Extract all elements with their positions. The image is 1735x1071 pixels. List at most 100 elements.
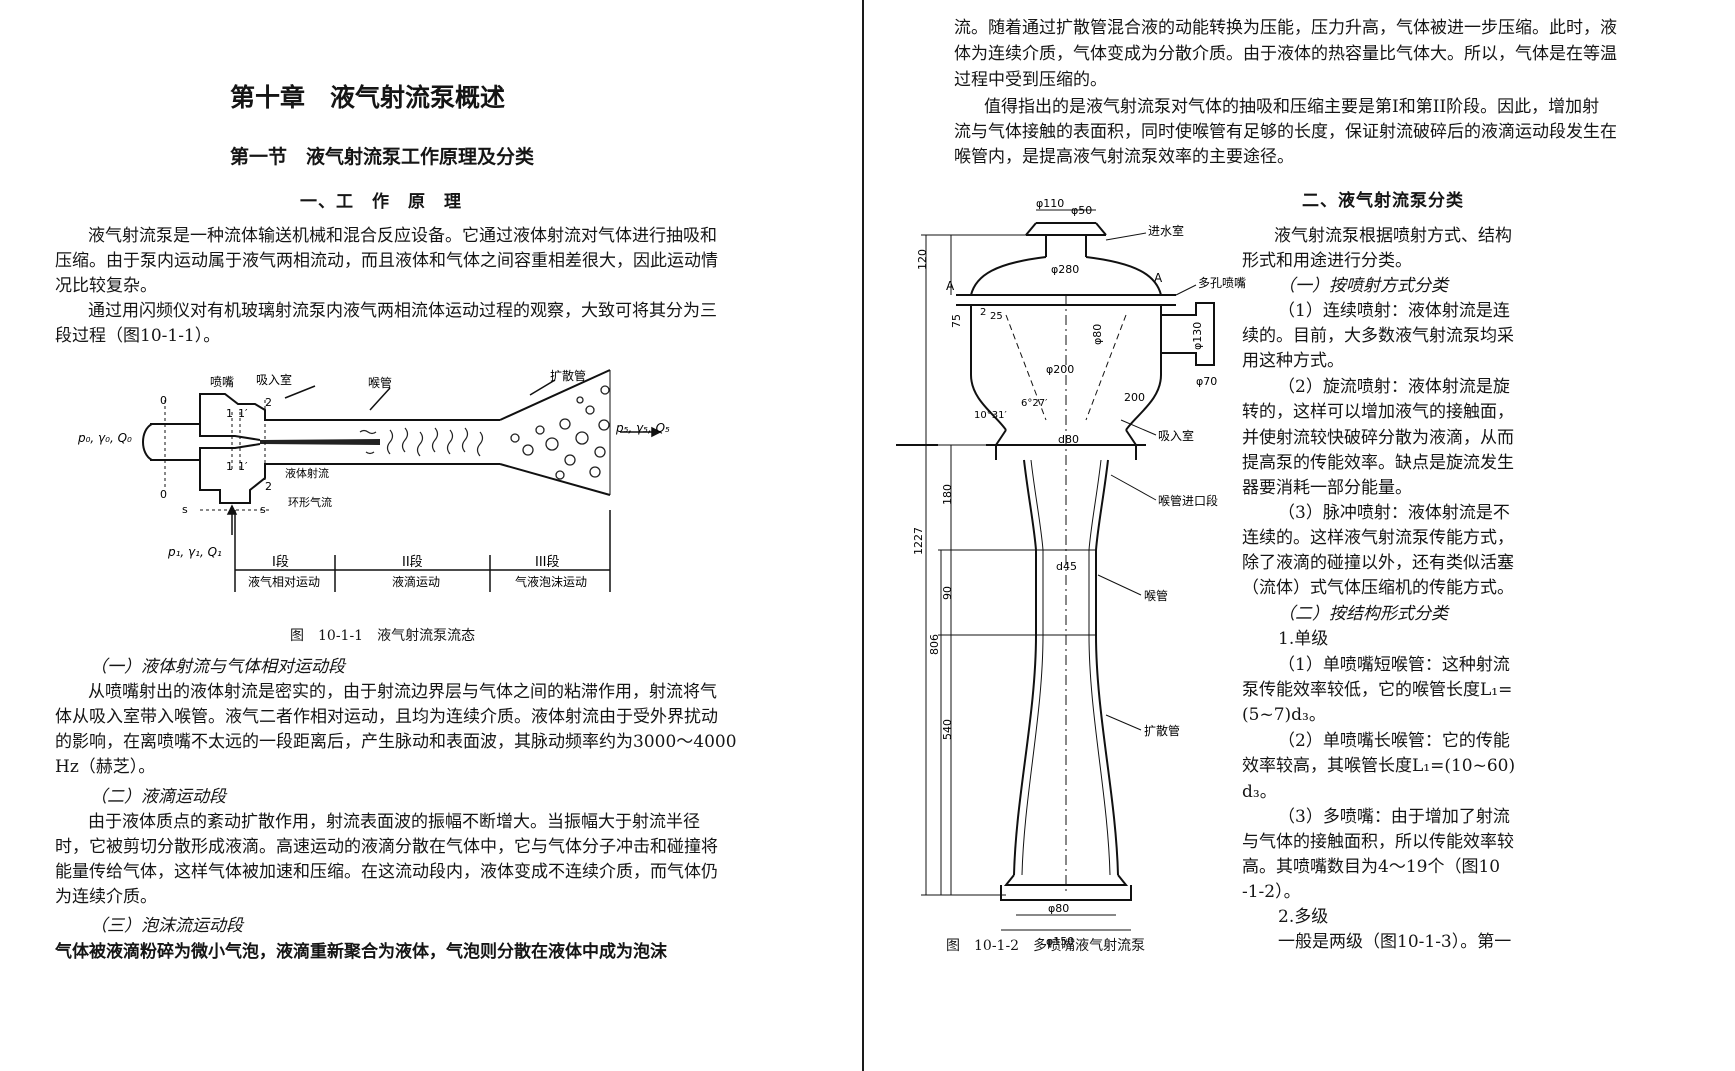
suction-label: 吸入室 [256,372,292,387]
column-line: 续的。目前，大多数液气射流泵均采 [1242,326,1514,346]
column-line: （2）旋流喷射：液体射流是旋 [1278,377,1510,397]
column-line: 连续的。这样液气射流泵传能方式， [1242,528,1514,548]
section-2-top: 2 [265,396,272,409]
paragraph-line: 由于液体质点的紊动扩散作用，射流表面波的振幅不断增大。当振幅大于射流半径 [88,812,700,832]
column-line: -1-2）。 [1242,882,1301,902]
dim-d110: φ110 [1036,197,1064,210]
stage-2-label: II段 [402,555,423,570]
dim-d200: φ200 [1046,363,1074,376]
chapter-title: 第十章 液气射流泵概述 [230,83,506,112]
column-line: 器要消耗一部分能量。 [1242,478,1412,498]
dim-25: 25 [990,311,1003,322]
dim-90: 90 [941,586,954,600]
dim-A-right: A [1154,271,1163,285]
label-inlet-chamber: 进水室 [1148,223,1184,238]
section-0-bottom: 0 [160,488,167,501]
dim-d45: d45 [1056,560,1077,573]
section-s-left: s [182,503,188,516]
paragraph-line: 压缩。由于泵内运动属于液气两相流动，而且液体和气体之间容重相差很大，因此运动情 [55,251,718,271]
column-line: （2）单喷嘴长喉管：它的传能 [1278,731,1510,751]
left-page: 第十章 液气射流泵概述 第一节 液气射流泵工作原理及分类 一、工 作 原 理 液… [0,0,862,1071]
paragraph-line: 的影响，在离喷嘴不太远的一段距离后，产生脉动和表面波，其脉动频率约为3000～4… [55,732,737,752]
label-multi-nozzle: 多孔喷嘴 [1198,276,1246,290]
column-line: （1）单喷嘴短喉管：这种射流 [1278,655,1510,675]
paragraph-line: 气体被液滴粉碎为微小气泡，液滴重新聚合为液体，气泡则分散在液体中成为泡沫 [55,942,667,962]
dim-d80-bottom: φ80 [1048,902,1069,915]
column-line: 用这种方式。 [1242,351,1344,371]
dim-angle-6-27: 6°27′ [1021,398,1048,409]
subsection-2-title: 二、液气射流泵分类 [1302,191,1464,211]
stage-2-desc: 液滴运动 [392,574,440,589]
paragraph-line: 流。随着通过扩散管混合液的动能转换为压能，压力升高，气体被进一步压缩。此时，液 [954,18,1617,38]
column-line: 泵传能效率较低，它的喉管长度L₁= [1242,680,1513,700]
paragraph-line: Hz（赫芝）。 [55,757,156,777]
inlet-bottom-label: p₁, γ₁, Q₁ [167,545,222,559]
paragraph-line: 值得指出的是液气射流泵对气体的抽吸和压缩主要是第I和第II阶段。因此，增加射 [984,97,1600,117]
column-line: 转的，这样可以增加液气的接触面， [1242,402,1514,422]
figure-1-caption: 图 10-1-1 液气射流泵流态 [290,628,476,644]
stage-3-desc: 气液泡沫运动 [515,574,587,589]
section-s-right: s [260,503,266,516]
dim-d130: φ130 [1191,322,1204,350]
column-line: 并使射流较快破碎分散为液滴，从而 [1242,428,1514,448]
column-line: 效率较高，其喉管长度L₁=(10~60) [1242,756,1516,776]
label-suction-chamber: 吸入室 [1158,428,1194,443]
dim-d80-throat: d80 [1058,433,1079,446]
stage-1-desc: 液气相对运动 [248,574,320,589]
column-line: 液气射流泵根据喷射方式、结构 [1274,226,1512,246]
column-line: 除了液滴的碰撞以外，还有类似活塞 [1242,553,1514,573]
paragraph-line: 通过用闪频仪对有机玻璃射流泵内液气两相流体运动过程的观察，大致可将其分为三 [88,301,717,321]
column-heading: （二）按结构形式分类 [1278,604,1448,624]
section-1p-top: 1′ [238,407,248,420]
column-line: 提高泵的传能效率。缺点是旋流发生 [1242,453,1514,473]
dim-75: 75 [950,314,963,328]
stage-3-label: III段 [535,555,560,570]
paragraph-line: 体从吸入室带入喉管。液气二者作相对运动，且均为连续介质。液体射流由于受外界扰动 [55,707,718,727]
jet-label: 液体射流 [285,466,329,480]
dim-d80-top: φ80 [1091,324,1104,345]
column-line: 一般是两级（图10-1-3）。第一 [1278,932,1512,952]
paragraph-line: 从喷嘴射出的液体射流是密实的，由于射流边界层与气体之间的粘滞作用，射流将气 [88,682,717,702]
dim-180: 180 [941,484,954,505]
section-2-bottom: 2 [265,480,272,493]
stage-2-heading: （二）液滴运动段 [90,787,226,807]
paragraph-line: 况比较复杂。 [55,276,157,296]
dim-2: 2 [980,307,986,318]
inlet-left-label: p₀, γ₀, Q₀ [77,431,132,445]
label-throat: 喉管 [1144,588,1168,603]
dim-200: 200 [1124,391,1145,404]
throat-label: 喉管 [368,375,392,390]
stage-3-heading: （三）泡沫流运动段 [90,916,243,936]
stage-1-heading: （一）液体射流与气体相对运动段 [90,657,345,677]
column-line: 形式和用途进行分类。 [1242,251,1412,271]
dim-A-left: A [946,279,955,293]
paragraph-line: 流与气体接触的表面积，同时使喉管有足够的长度，保证射流破碎后的液滴运动段发生在 [954,122,1617,142]
jet-pump-flow-diagram: p₀, γ₀, Q₀ p₁, γ₁, Q₁ p₅, γ₅, Q₅ 喷嘴 吸入室 … [77,368,670,592]
dim-angle-10-31: 10°31′ [974,410,1007,421]
multi-nozzle-pump-drawing: φ110 φ50 120 φ280 A A 75 2 25 φ80 φ130 φ… [896,197,1246,948]
paragraph-line: 喉管内，是提高液气射流泵效率的主要途径。 [954,147,1294,167]
column-heading: （一）按喷射方式分类 [1278,276,1448,296]
paragraph-line: 段过程（图10-1-1）。 [55,326,221,346]
paragraph-line: 为连续介质。 [55,887,157,907]
paragraph-line: 液气射流泵是一种流体输送机械和混合反应设备。它通过液体射流对气体进行抽吸和 [88,226,717,246]
dim-d50: φ50 [1071,204,1092,217]
column-line: 1.单级 [1278,629,1329,649]
label-throat-inlet: 喉管进口段 [1158,493,1218,508]
column-line: (5~7)d₃。 [1242,705,1326,725]
ring-flow-label: 环形气流 [288,495,332,509]
column-line: 高。其喷嘴数目为4～19个（图10 [1242,857,1501,877]
subsection-title: 一、工 作 原 理 [300,192,462,212]
right-page: 流。随着通过扩散管混合液的动能转换为压能，压力升高，气体被进一步压缩。此时，液 … [866,0,1735,1071]
outlet-label: p₅, γ₅, Q₅ [615,421,670,435]
dim-540: 540 [941,719,954,740]
label-diffuser: 扩散管 [1144,723,1180,738]
dim-1227: 1227 [912,527,925,555]
column-line: 2.多级 [1278,907,1329,927]
section-1-bottom: 1 [226,460,233,473]
page-divider [862,0,864,1071]
dim-806: 806 [928,634,941,655]
section-1p-bottom: 1′ [238,460,248,473]
section-title: 第一节 液气射流泵工作原理及分类 [230,146,535,168]
dim-d150: φ150 [1046,935,1074,948]
